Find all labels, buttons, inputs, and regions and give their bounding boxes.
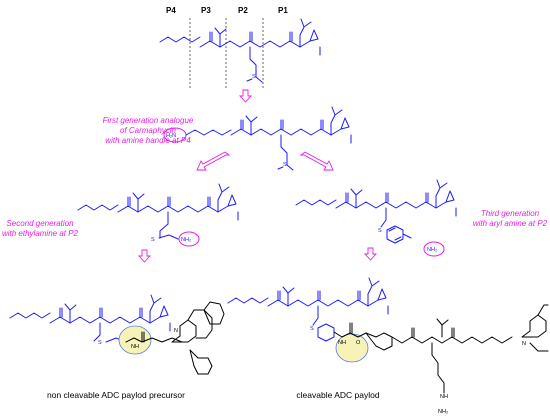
atom-nh2-urea: NH₂ [438,409,448,415]
caption-first-line3: with amine handle at P4 [105,136,191,145]
atom-s-cleavable: S [310,326,314,332]
caption-third-line2: with aryl amine at P2 [473,219,548,228]
atom-nh-urea: NH [440,394,448,400]
label-p4: P4 [166,6,176,15]
atom-s-first: S [283,162,287,168]
label-non-cleavable: non cleavable ADC paylod precursor [47,390,185,400]
atom-nh-noncleavable: NH [131,344,139,350]
arrow-down-3 [363,247,378,261]
ethylamine-circle [178,231,200,247]
caption-second-line1: Second generation [6,219,74,228]
arrow-down-2 [137,249,152,263]
atom-h2n: H₂N [166,133,176,139]
first-generation-structure: H₂N S [163,106,352,171]
atom-s-top: S [252,74,256,80]
atom-s-second: S [151,237,155,243]
atom-o-carbamate: O [356,340,361,346]
non-cleavable-structure: S NH N [9,294,225,375]
aryl-amine-circle [423,241,445,257]
linker-highlight-2 [335,333,369,363]
atom-nh-carbamate: NH [338,340,346,346]
atom-n-dbco2: N [522,341,526,347]
label-p1: P1 [278,6,288,15]
linker-highlight-1 [118,325,152,355]
cleavable-structure: S NH O NH NH₂ N [227,277,549,415]
label-p2: P2 [238,6,248,15]
arrow-left-diag [196,151,231,171]
atom-nh2-second: NH₂ [181,237,191,243]
label-p3: P3 [201,6,211,15]
caption-first-line1: First generation analogue [103,116,194,125]
third-generation-structure: S NH₂ [295,179,457,257]
caption-second-line2: with ethylamine at P2 [2,229,79,238]
caption-first-line2: of Carmaphycin [120,126,177,135]
arrow-right-diag [299,151,334,171]
parent-structure: P4 P3 P2 P1 S [159,6,321,90]
second-generation-structure: S NH₂ [77,183,239,247]
arrow-down-1 [238,89,253,103]
atom-n-dbco1: N [174,328,178,334]
label-cleavable: cleavable ADC paylod [296,390,379,400]
atom-s-noncleavable: S [98,340,102,346]
caption-third-line1: Third generation [481,209,540,218]
atom-nh2-third: NH₂ [427,247,437,253]
atom-s-third: S [378,228,382,234]
